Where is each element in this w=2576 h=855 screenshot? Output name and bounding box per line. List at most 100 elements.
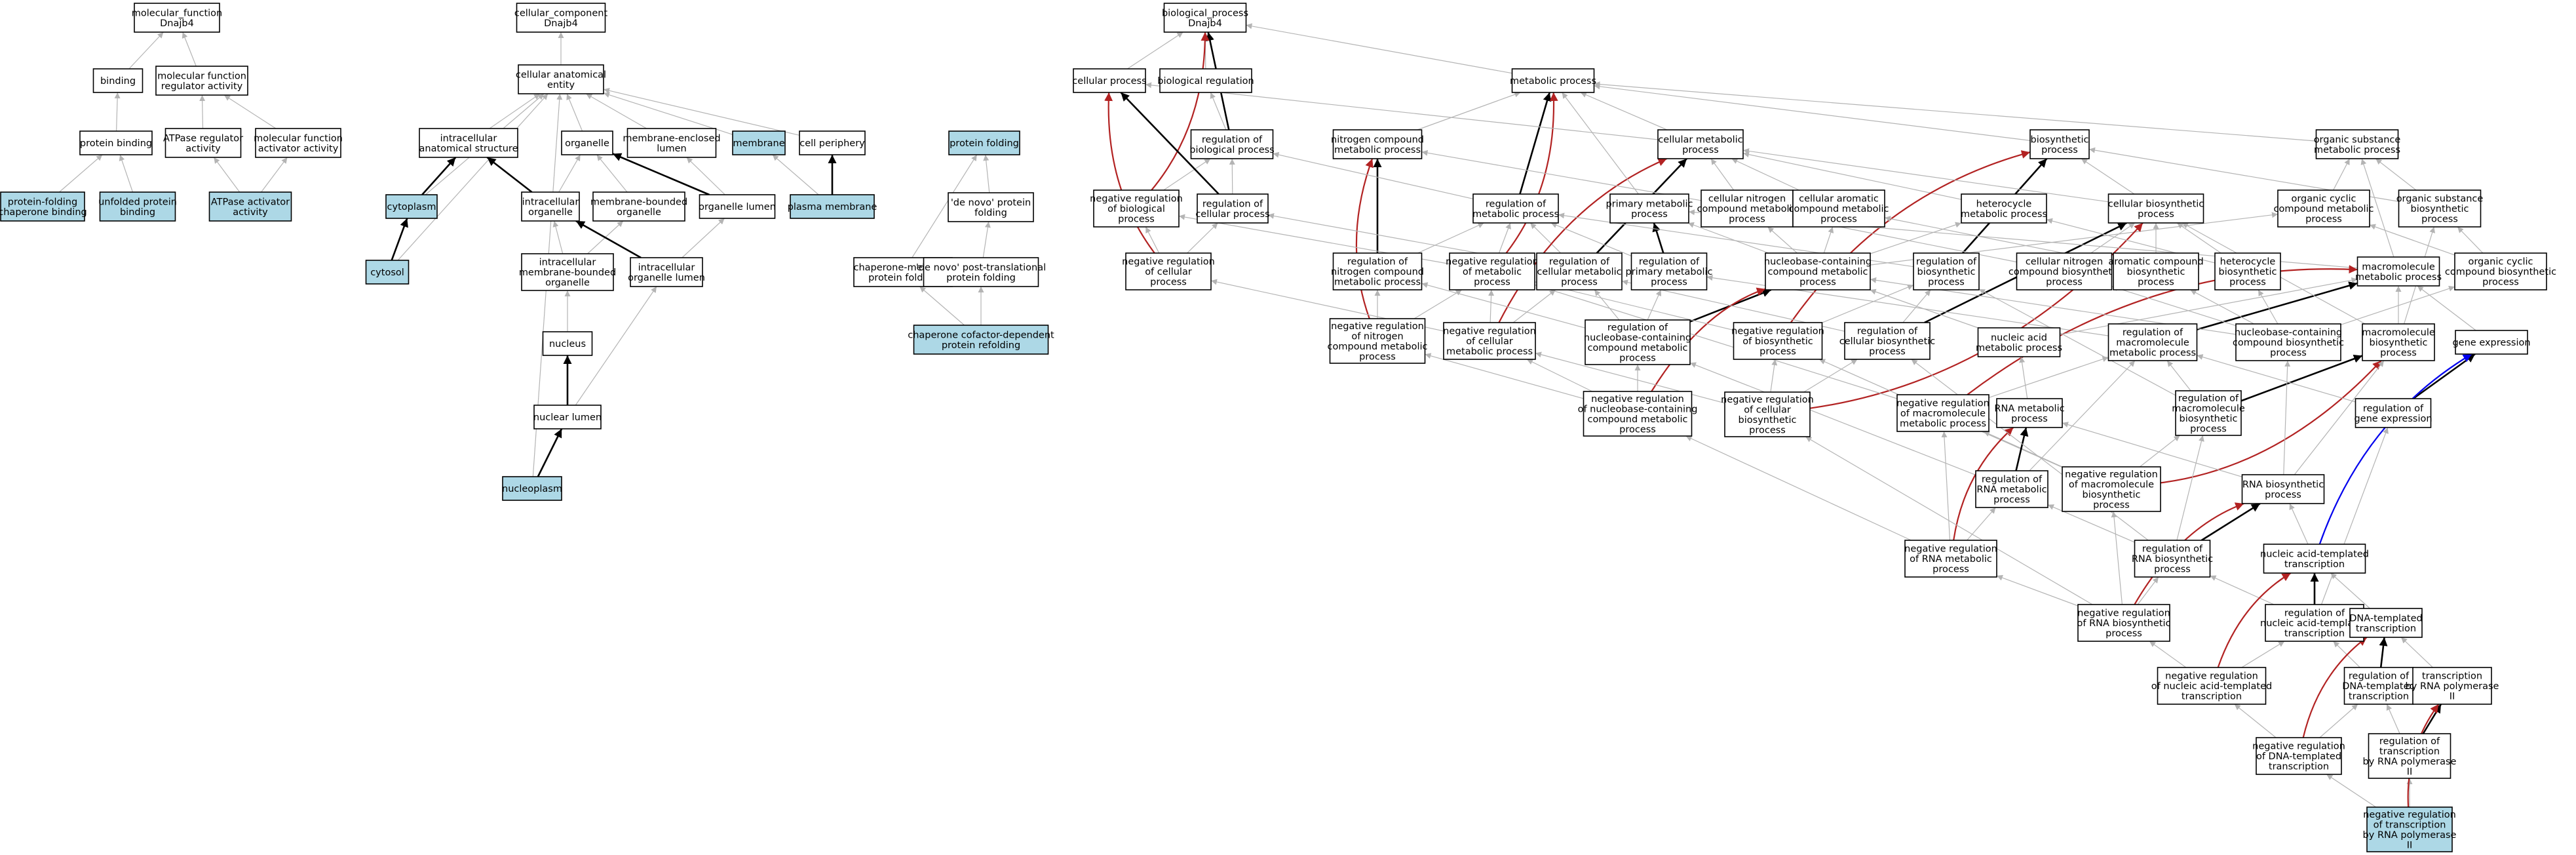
- node-membrane[interactable]: membrane: [732, 130, 786, 155]
- node-label-line: RNA biosynthetic: [2242, 479, 2324, 490]
- node-label-line: transcription: [2356, 624, 2416, 634]
- node-bio-reg[interactable]: biological regulation: [1157, 68, 1254, 93]
- node-gene-expr[interactable]: gene expression: [2452, 330, 2531, 355]
- node-label-line: metabolic process: [1510, 76, 1596, 87]
- node-organelle[interactable]: organelle: [561, 130, 613, 155]
- node-protein-binding[interactable]: protein binding: [79, 130, 153, 155]
- edge-is_a-hetero_mp-to-cmp: [1742, 151, 1962, 200]
- node-metab[interactable]: metabolic process: [1510, 68, 1596, 93]
- node-org-lumen[interactable]: organelle lumen: [699, 194, 776, 219]
- edge-line: [2241, 641, 2285, 668]
- node-cytosol[interactable]: cytosol: [365, 260, 410, 285]
- node-cell-proc[interactable]: cellular process: [1072, 68, 1147, 93]
- node-reg-nbc[interactable]: regulation ofnucleobase-containingcompou…: [1584, 319, 1691, 365]
- node-nuc-lumen[interactable]: nuclear lumen: [533, 405, 602, 429]
- node-protein-folding[interactable]: protein folding: [948, 130, 1020, 155]
- node-periphery[interactable]: cell periphery: [799, 130, 866, 155]
- node-nucleus[interactable]: nucleus: [542, 331, 593, 356]
- node-binding[interactable]: binding: [92, 68, 144, 93]
- node-reg-macro-bs[interactable]: regulation ofmacromoleculebiosyntheticpr…: [2172, 390, 2245, 436]
- node-label-line: protein-folding: [8, 197, 77, 207]
- node-cytoplasm[interactable]: cytoplasm: [385, 194, 438, 219]
- node-nucleoplasm[interactable]: nucleoplasm: [502, 476, 562, 501]
- node-pm[interactable]: plasma membrane: [788, 194, 877, 219]
